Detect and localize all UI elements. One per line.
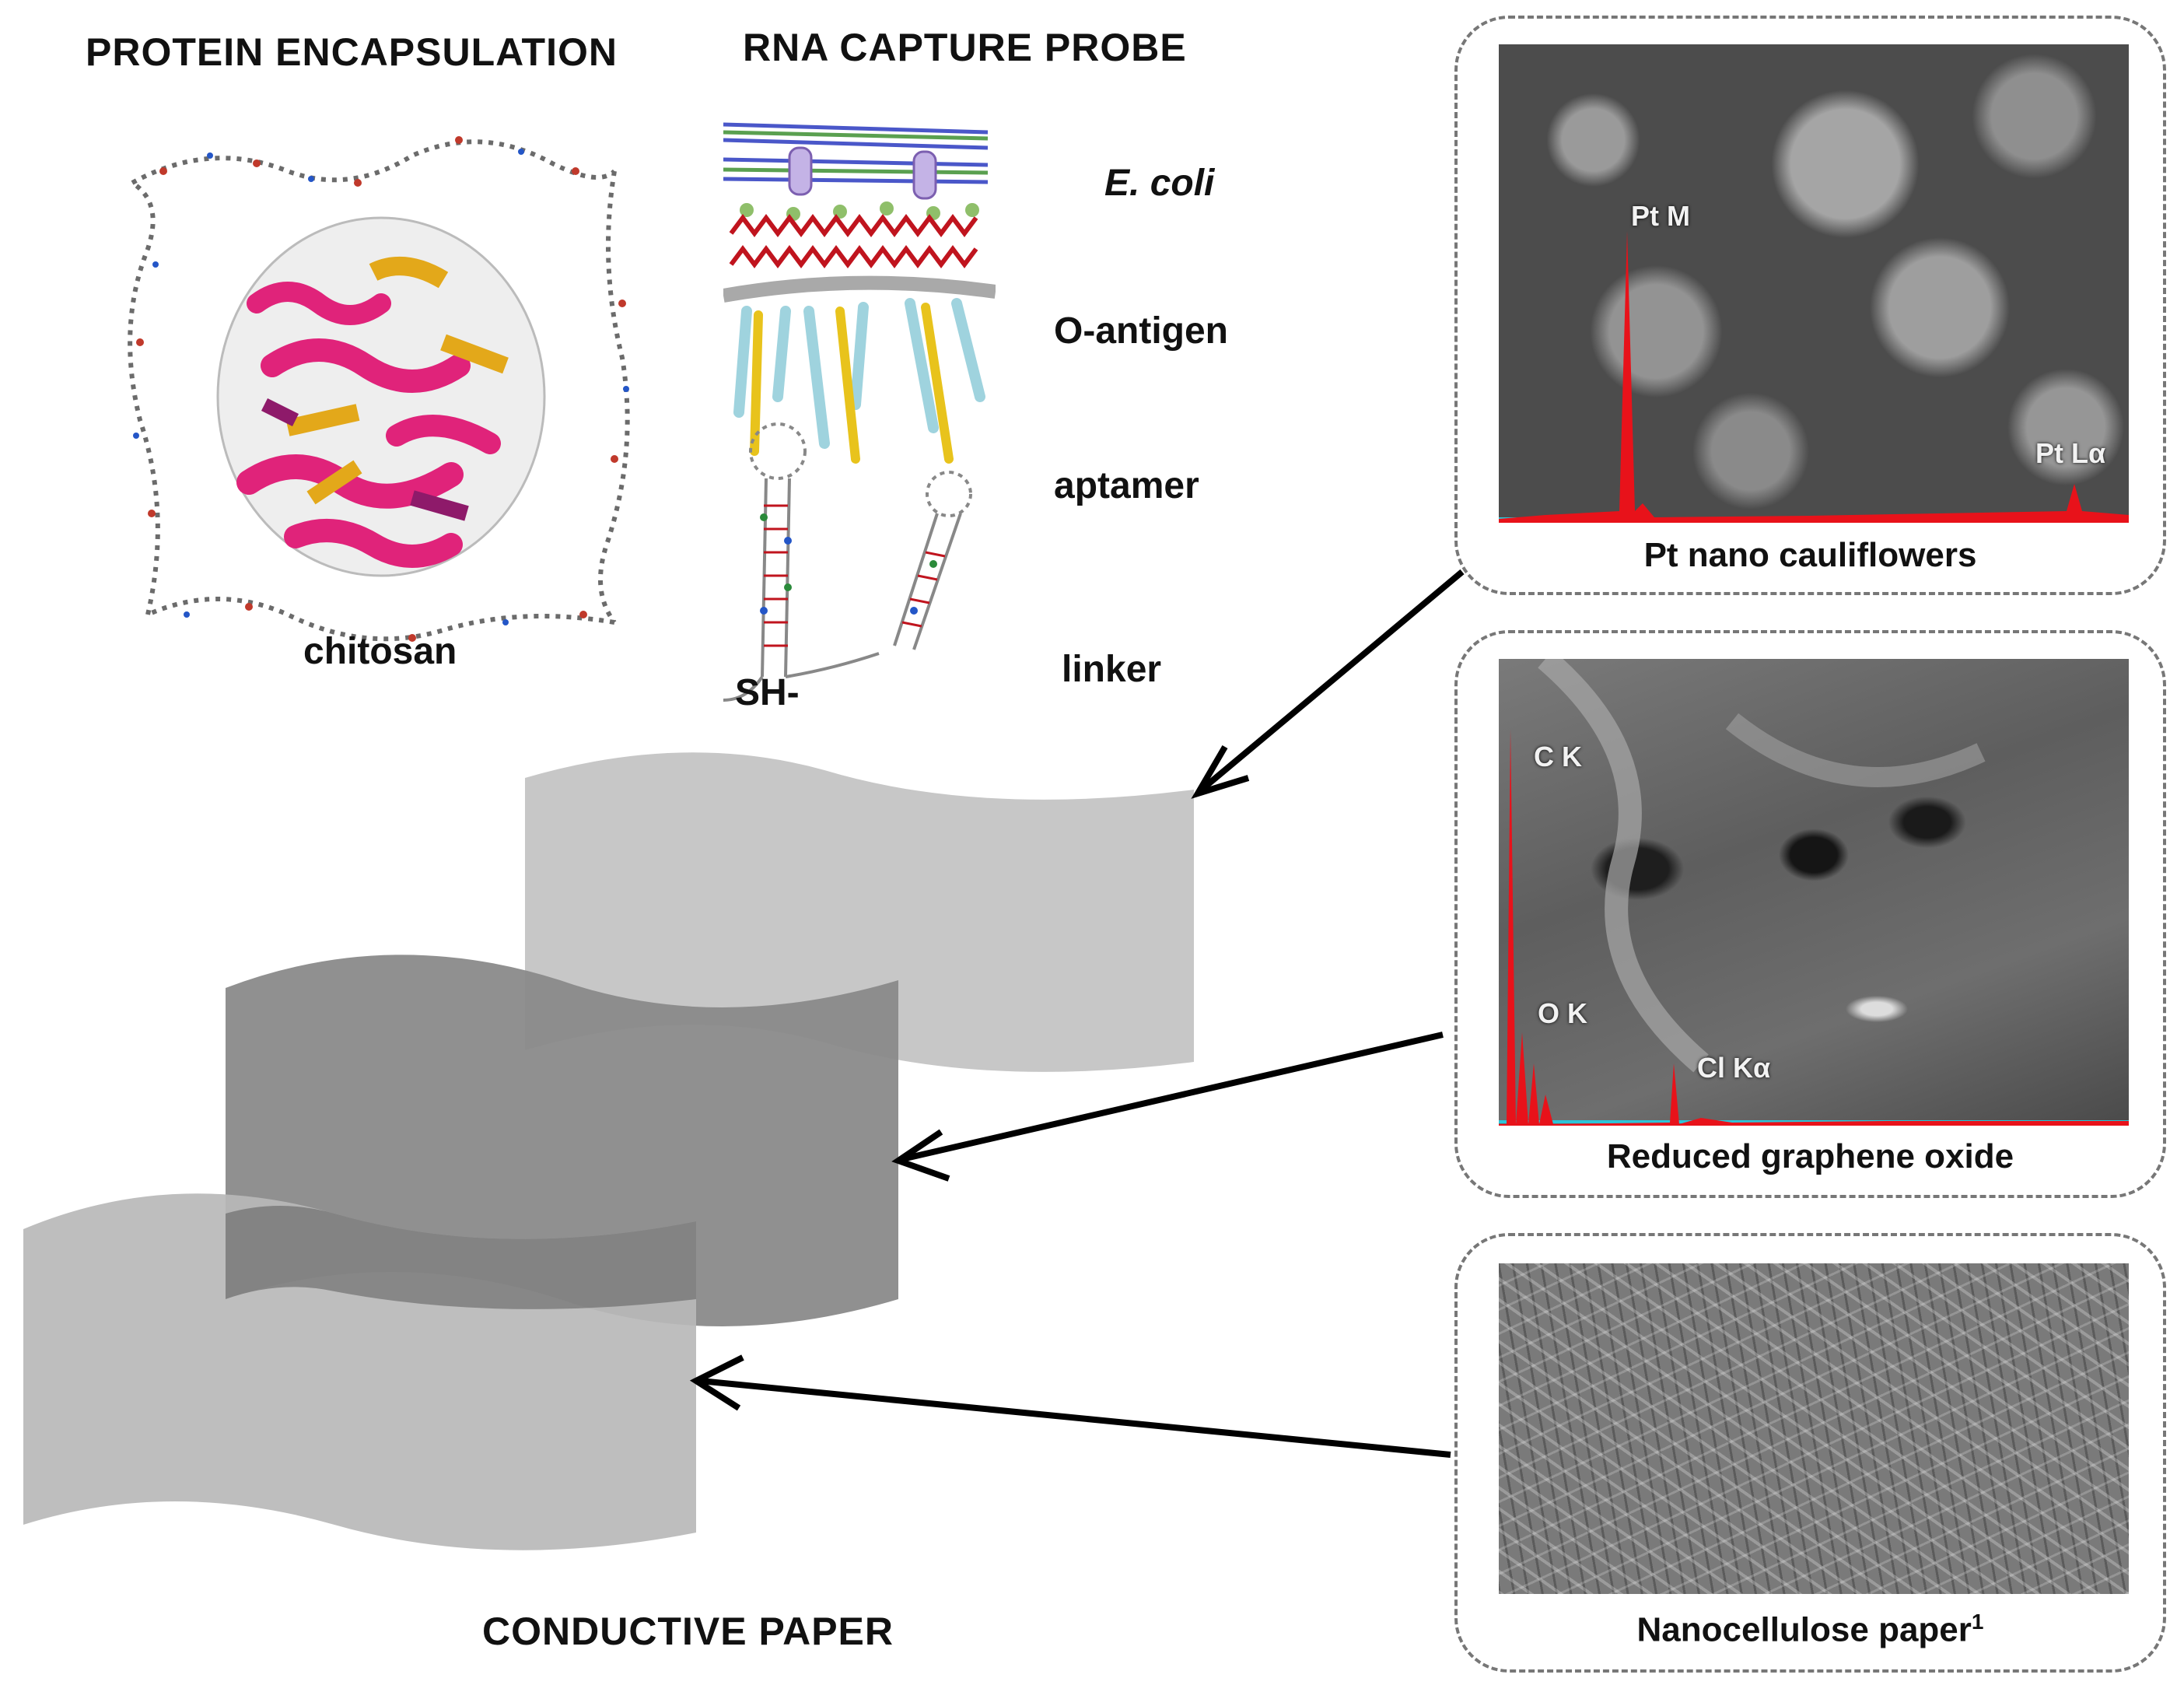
oantigen-label: O-antigen [1054, 310, 1228, 352]
ecoli-label: E. coli [1104, 163, 1215, 204]
arrow-rgo-to-middle-sheet [891, 1032, 1444, 1182]
cl-ka-peak-label: Cl Kα [1697, 1052, 1771, 1084]
rgo-sem-image: C K O K Cl Kα [1499, 659, 2129, 1126]
conductive-paper-heading: CONDUCTIVE PAPER [482, 1610, 894, 1653]
pt-nano-cauliflowers-panel: Pt M Pt Lα Pt nano cauliflowers [1454, 16, 2166, 595]
nanocellulose-caption: Nanocellulose paper1 [1458, 1610, 2163, 1650]
arrow-nanocellulose-to-bottom-sheet [689, 1354, 1451, 1458]
aptamer-hairpin-illustration [723, 422, 972, 702]
pt-sem-image: Pt M Pt Lα [1499, 44, 2129, 523]
nanocellulose-sem-image [1499, 1263, 2129, 1594]
nanocellulose-caption-text: Nanocellulose paper [1636, 1610, 1972, 1649]
arrow-pt-to-top-sheet [1191, 569, 1465, 799]
chitosan-label: chitosan [303, 631, 457, 672]
linker-label: linker [1062, 649, 1162, 690]
chitosan-protein-structure [128, 136, 630, 642]
pt-m-peak-label: Pt M [1631, 200, 1690, 232]
aptamer-label: aptamer [1054, 465, 1199, 506]
nanocellulose-caption-footnote: 1 [1971, 1610, 1984, 1634]
ecoli-membrane-illustration [723, 122, 996, 464]
conductive-paper-stack [23, 752, 1194, 1550]
pt-caption: Pt nano cauliflowers [1643, 536, 1977, 574]
pt-eds-spectrum [1499, 231, 2129, 523]
rna-capture-probe-heading: RNA CAPTURE PROBE [743, 26, 1187, 69]
pt-la-peak-label: Pt Lα [2035, 437, 2106, 469]
reduced-graphene-oxide-panel: C K O K Cl Kα Reduced graphene oxide [1454, 630, 2166, 1198]
c-k-peak-label: C K [1534, 741, 1582, 772]
o-k-peak-label: O K [1538, 997, 1588, 1029]
nanocellulose-paper-panel: Nanocellulose paper1 [1454, 1233, 2166, 1673]
rgo-caption: Reduced graphene oxide [1606, 1137, 2014, 1175]
sheet-top-layer [525, 752, 1194, 1072]
protein-encapsulation-heading: PROTEIN ENCAPSULATION [86, 30, 618, 74]
rgo-eds-spectrum [1499, 659, 2129, 1126]
sh-label: SH- [735, 672, 800, 713]
